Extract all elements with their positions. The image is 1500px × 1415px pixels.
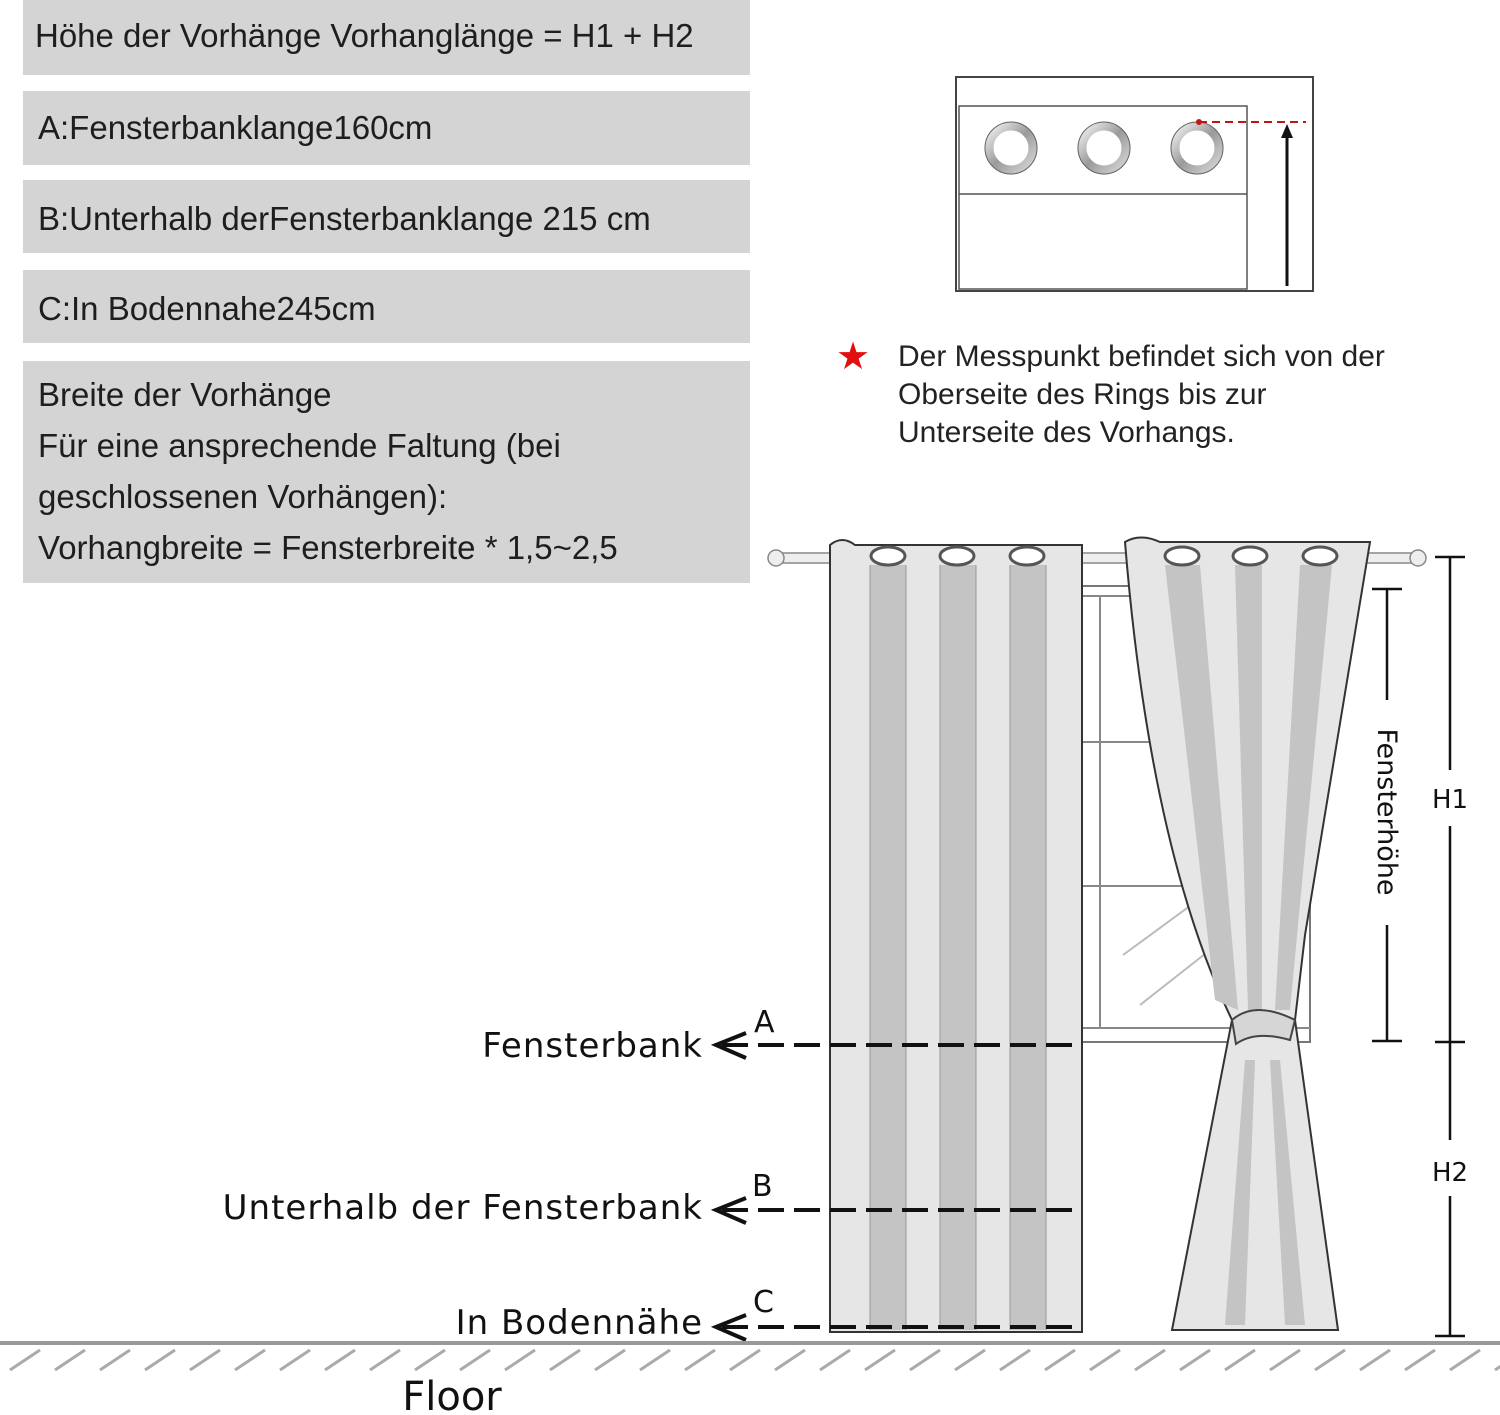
floor-hatch-mark	[909, 1348, 941, 1372]
floor-hatch-mark	[729, 1348, 761, 1372]
measuring-point-note: Der Messpunkt befindet sich von der Ober…	[898, 338, 1385, 452]
option-a-panel: A:Fensterbanklange160cm	[23, 91, 750, 165]
marker-b: Unterhalb der Fensterbank B	[223, 1169, 1082, 1228]
floor-hatch-mark	[144, 1348, 176, 1372]
floor-hatch-mark	[279, 1348, 311, 1372]
floor-hatch-mark	[369, 1348, 401, 1372]
floor-hatch-mark	[1449, 1348, 1481, 1372]
arrow-up-icon	[1281, 124, 1293, 138]
floor-hatch-mark	[774, 1348, 806, 1372]
grommet-ring-icon	[1008, 545, 1046, 567]
star-icon: ★	[836, 336, 871, 378]
marker-b-label: Unterhalb der Fensterbank	[223, 1188, 703, 1228]
grommet-ring-icon	[1231, 545, 1269, 567]
floor-hatch-mark	[189, 1348, 221, 1372]
option-b-panel: B:Unterhalb derFensterbanklange 215 cm	[23, 180, 750, 253]
marker-c-letter: C	[753, 1285, 774, 1320]
window-height-dimension: Fensterhöhe	[1371, 587, 1402, 1043]
floor-hatch-mark	[234, 1348, 266, 1372]
marker-b-letter: B	[752, 1169, 773, 1204]
floor-hatch-mark	[9, 1348, 41, 1372]
floor-hatch-mark	[459, 1348, 491, 1372]
floor-hatch-mark	[1359, 1348, 1391, 1372]
marker-a-label: Fensterbank	[482, 1026, 703, 1066]
arrow-left-icon	[710, 1196, 747, 1225]
marker-a-letter: A	[754, 1005, 775, 1040]
height-formula-text: Höhe der Vorhänge Vorhanglänge = H1 + H2	[35, 17, 694, 54]
floor: Floor	[0, 1341, 1500, 1415]
width-line-1: Für eine ansprechende Faltung (bei	[38, 427, 561, 464]
arrow-left-icon	[710, 1313, 747, 1342]
floor-hatch-mark	[549, 1348, 581, 1372]
floor-hatch-mark	[99, 1348, 131, 1372]
arrow-left-icon	[710, 1031, 747, 1060]
floor-hatch-mark	[1089, 1348, 1121, 1372]
option-a-text: A:Fensterbanklange160cm	[38, 109, 433, 146]
width-panel: Breite der Vorhänge Für eine ansprechend…	[23, 361, 750, 583]
marker-c: In Bodennähe C	[456, 1285, 1082, 1343]
floor-hatch-mark	[1404, 1348, 1436, 1372]
grommet-ring-icon	[869, 545, 907, 567]
marker-c-label: In Bodennähe	[456, 1303, 703, 1343]
window-height-label: Fensterhöhe	[1371, 728, 1402, 895]
floor-hatch-mark	[324, 1348, 356, 1372]
floor-hatch-mark	[504, 1348, 536, 1372]
option-c-text: C:In Bodennahe245cm	[38, 290, 376, 327]
note-line-2: Oberseite des Rings bis zur	[898, 378, 1267, 411]
option-b-text: B:Unterhalb derFensterbanklange 215 cm	[38, 200, 651, 237]
floor-hatch-mark	[594, 1348, 626, 1372]
h2-label: H2	[1432, 1158, 1468, 1188]
floor-hatch-mark	[1134, 1348, 1166, 1372]
floor-hatch-mark	[639, 1348, 671, 1372]
grommet-ring-icon	[1163, 545, 1201, 567]
marker-a: Fensterbank A	[482, 1005, 1082, 1066]
floor-hatch-mark	[864, 1348, 896, 1372]
h1-label: H1	[1432, 785, 1468, 815]
floor-hatch-mark	[54, 1348, 86, 1372]
grommet-ring-icon	[984, 121, 1038, 175]
floor-hatch-mark	[1269, 1348, 1301, 1372]
floor-hatch-mark	[684, 1348, 716, 1372]
floor-hatch-mark	[414, 1348, 446, 1372]
grommet-ring-icon	[1077, 121, 1131, 175]
floor-hatch-mark	[954, 1348, 986, 1372]
height-formula-panel: Höhe der Vorhänge Vorhanglänge = H1 + H2	[23, 0, 750, 75]
floor-hatch-mark	[1314, 1348, 1346, 1372]
floor-hatch-mark	[1179, 1348, 1211, 1372]
curtain-rod	[767, 549, 1427, 567]
grommet-ring-icon	[938, 545, 976, 567]
note-line-1: Der Messpunkt befindet sich von der	[898, 340, 1385, 373]
width-line-2: geschlossenen Vorhängen):	[38, 478, 448, 515]
h1-h2-dimension: H1 H2	[1432, 555, 1468, 1338]
floor-hatch-mark	[819, 1348, 851, 1372]
left-curtain	[829, 539, 1083, 1333]
floor-hatch-mark	[1044, 1348, 1076, 1372]
note-line-3: Unterseite des Vorhangs.	[898, 416, 1235, 449]
floor-hatch-mark	[1224, 1348, 1256, 1372]
right-curtain	[1123, 536, 1372, 1331]
floor-label: Floor	[402, 1374, 502, 1415]
width-title: Breite der Vorhänge	[38, 376, 332, 413]
width-formula: Vorhangbreite = Fensterbreite * 1,5~2,5	[38, 529, 618, 566]
grommet-detail-inset	[955, 76, 1314, 292]
floor-hatch-mark	[1494, 1364, 1500, 1372]
grommet-ring-icon	[1301, 545, 1339, 567]
tieback	[1230, 1009, 1297, 1046]
option-c-panel: C:In Bodennahe245cm	[23, 270, 750, 343]
floor-hatch-mark	[999, 1348, 1031, 1372]
